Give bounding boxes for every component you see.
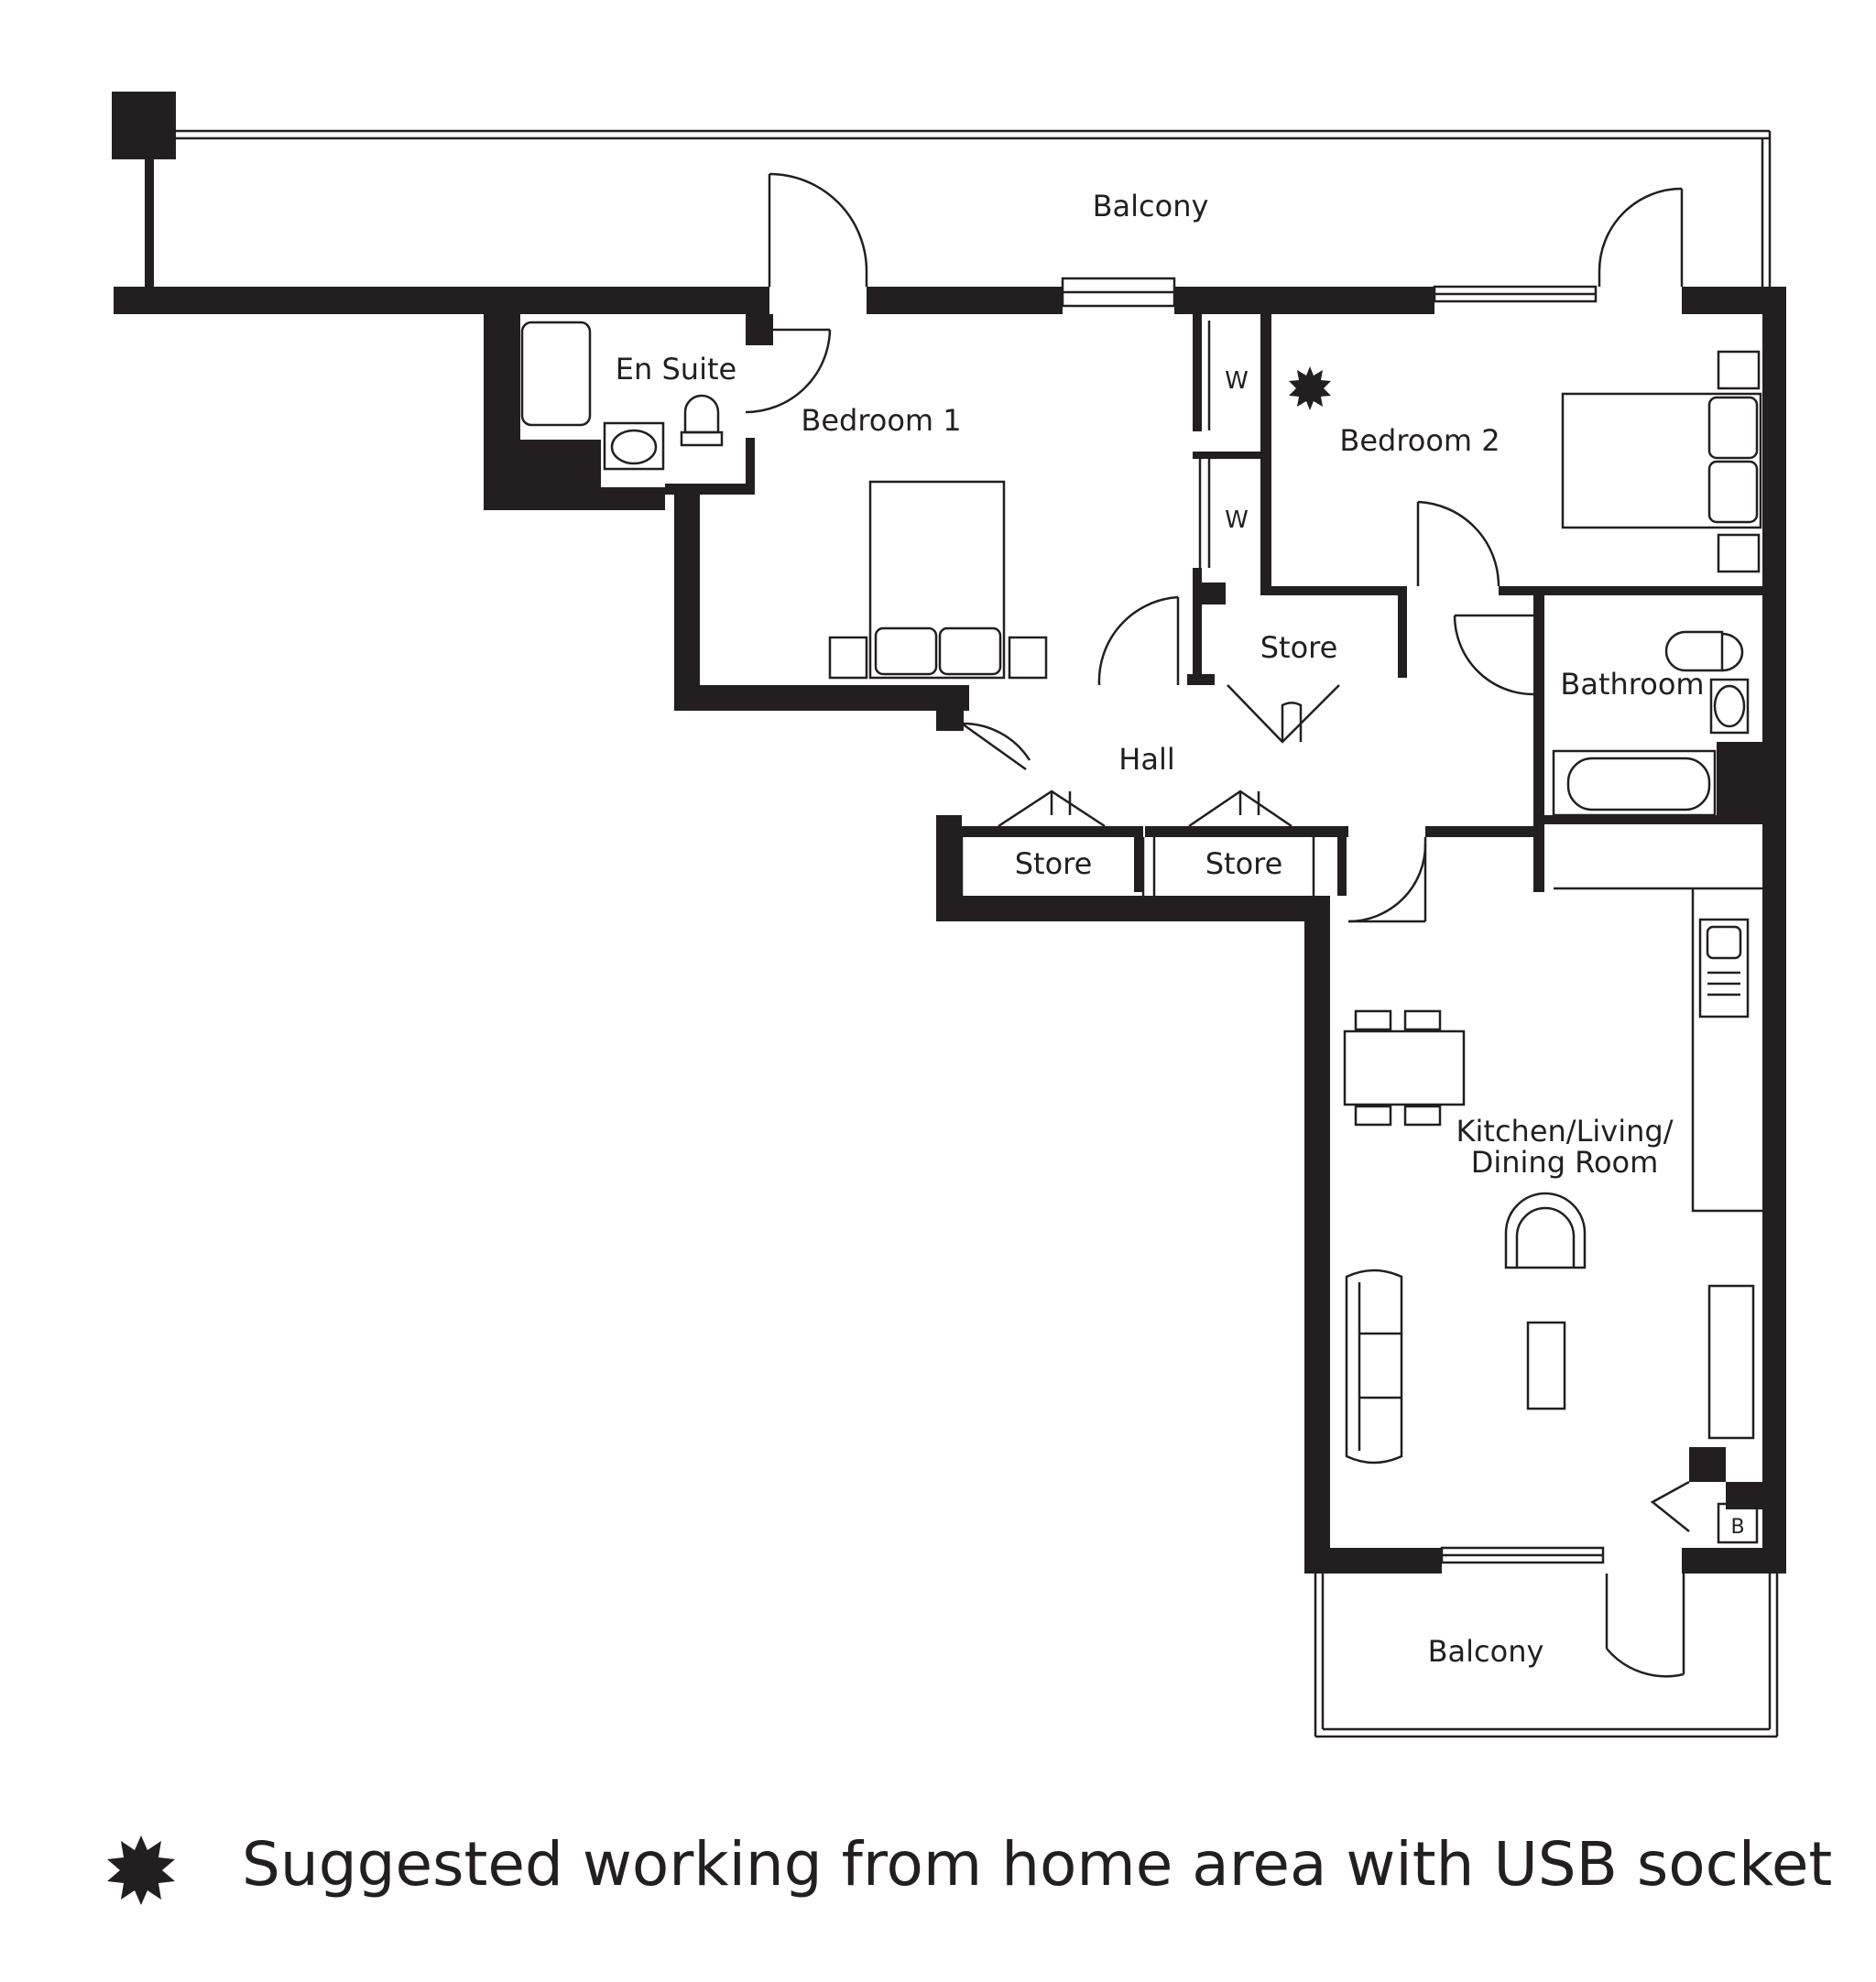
work-area-star-icon — [1289, 366, 1331, 410]
bathroom-basin — [1709, 678, 1750, 735]
room-label-store-left: Store — [1015, 846, 1093, 881]
walls — [114, 287, 1786, 1574]
room-label-store-center: Store — [1260, 630, 1338, 665]
sofa — [1345, 1269, 1403, 1465]
en-suite-basin — [603, 421, 665, 471]
legend-star-icon — [107, 1835, 175, 1905]
legend-text: Suggested working from home area with US… — [242, 1829, 1832, 1900]
room-label-bathroom: Bathroom — [1560, 667, 1704, 702]
balcony-top-area — [112, 92, 1772, 289]
bedroom-1-bed — [868, 480, 1006, 680]
bedroom-2-bed — [1561, 392, 1762, 529]
tv-unit — [1707, 1284, 1755, 1440]
bathroom-toilet — [1721, 632, 1744, 672]
room-label-bedroom-1: Bedroom 1 — [801, 403, 961, 438]
dining-table — [1343, 1029, 1466, 1106]
kitchen-sink — [1698, 918, 1750, 1018]
room-label-hall: Hall — [1118, 742, 1174, 777]
balcony-column — [112, 92, 176, 159]
balcony-bottom-area — [1314, 1574, 1779, 1738]
coffee-table — [1526, 1321, 1566, 1410]
room-label-wardrobe-2: W — [1225, 506, 1249, 534]
bathroom-bath — [1552, 749, 1717, 817]
openings — [745, 172, 1690, 1678]
armchair — [1504, 1192, 1587, 1269]
kitchen-counter — [1554, 887, 1764, 1213]
room-label-wardrobe-1: W — [1225, 367, 1249, 395]
boiler-box — [1717, 1502, 1759, 1544]
room-label-balcony-top: Balcony — [1093, 189, 1209, 223]
room-label-store-right: Store — [1205, 846, 1283, 881]
room-label-balcony-bottom: Balcony — [1428, 1634, 1544, 1669]
legend: Suggested working from home area with US… — [107, 1829, 1832, 1905]
room-label-en-suite: En Suite — [616, 352, 736, 387]
room-label-boiler: B — [1730, 1516, 1744, 1539]
en-suite-toilet — [683, 394, 720, 434]
en-suite-bath — [520, 321, 592, 427]
room-label-bedroom-2: Bedroom 2 — [1339, 423, 1500, 458]
room-label-kitchen-line2: Dining Room — [1471, 1145, 1659, 1180]
room-label-kitchen-line1: Kitchen/Living/ — [1456, 1114, 1674, 1149]
furniture — [520, 321, 1764, 1544]
